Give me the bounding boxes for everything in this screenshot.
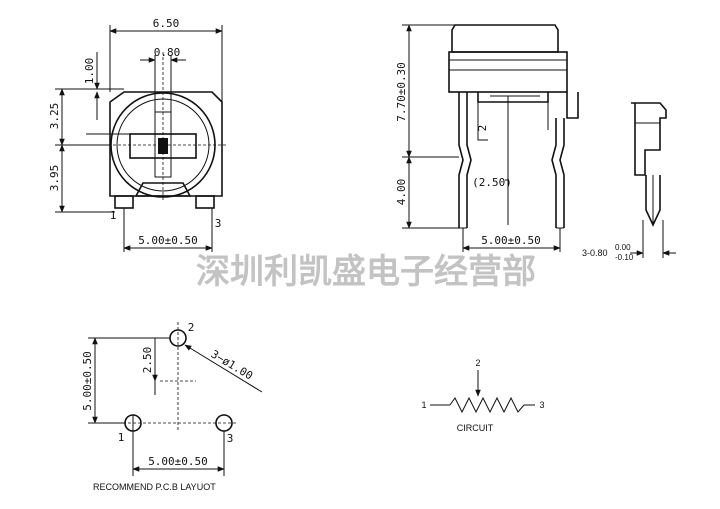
watermark-text: 深圳利凯盛电子经营部: [196, 252, 536, 292]
wiper-ramp: [477, 92, 549, 103]
pcb-dim-pitch-label: 5.00±0.50: [148, 455, 208, 468]
pin-label-2-side: 2: [476, 125, 489, 132]
circuit-pin-3: 3: [539, 400, 544, 410]
dim-upper-label: 3.25: [48, 103, 61, 130]
lead-right: [551, 118, 557, 228]
pcb-pin-label-3: 3: [227, 432, 234, 445]
dim-height-label: 7.70±0.30: [395, 62, 408, 122]
side-view: 7.70±0.30 4.00 (2.50) 2 5.00±0.50: [395, 24, 579, 252]
dim-offset-label: (2.50): [472, 176, 512, 189]
pcb-pin-label-2: 2: [188, 321, 195, 334]
pcb-dim-height-label: 5.00±0.50: [81, 351, 94, 411]
pcb-dim-half-label: 2.50: [141, 347, 154, 374]
pcb-hole-dim-label: 3−ø1.00: [209, 347, 255, 382]
slot-center: [158, 138, 168, 154]
top-view: 6.50 0.80 1.00 3.25 3.95 1 3 5.00±0.50: [48, 17, 226, 252]
pin-label-3: 3: [215, 217, 222, 230]
pcb-layout-title: RECOMMEND P.C.B LAYUOT: [93, 482, 216, 492]
wiper-window: [134, 182, 192, 197]
right-flange: [566, 92, 579, 119]
end-tol-lower: -0.10: [615, 253, 634, 262]
lead-left: [458, 92, 464, 228]
trimmer-body-outline: [109, 91, 223, 197]
body-side: [448, 51, 568, 93]
pcb-layout: 5.00±0.50 2.50 3−ø1.00 5.00±0.50 2 1 3 R…: [81, 321, 263, 492]
pin-tab-3: [195, 195, 215, 209]
circuit-title: CIRCUIT: [457, 423, 494, 433]
resistor-zigzag: [449, 396, 525, 414]
dim-top-label: 1.00: [83, 58, 96, 85]
pcb-pin-label-1: 1: [118, 431, 125, 444]
dim-lead-label: 4.00: [395, 179, 408, 206]
dim-width-label: 6.50: [153, 17, 180, 30]
dim-lower-label: 3.95: [48, 165, 61, 192]
circuit-pin-1: 1: [421, 400, 426, 410]
dim-slot-label: 0.80: [154, 46, 181, 59]
dim-pitch-side-label: 5.00±0.50: [481, 234, 541, 247]
pin-label-1: 1: [110, 209, 117, 222]
pcb-hole-leader: [184, 344, 263, 393]
circuit-pin-2: 2: [475, 358, 480, 368]
end-lead-dim-label: 3-0.80: [582, 248, 608, 258]
dim-pitch-top-label: 5.00±0.50: [138, 234, 198, 247]
end-view: 3-0.80 0.00 -0.10: [582, 102, 676, 262]
end-view-body: [631, 102, 667, 176]
end-tol-upper: 0.00: [615, 243, 631, 252]
circuit-symbol: 1 2 3 CIRCUIT: [421, 358, 544, 433]
rotor-cap: [451, 24, 559, 53]
pin-tab-1: [114, 195, 134, 209]
